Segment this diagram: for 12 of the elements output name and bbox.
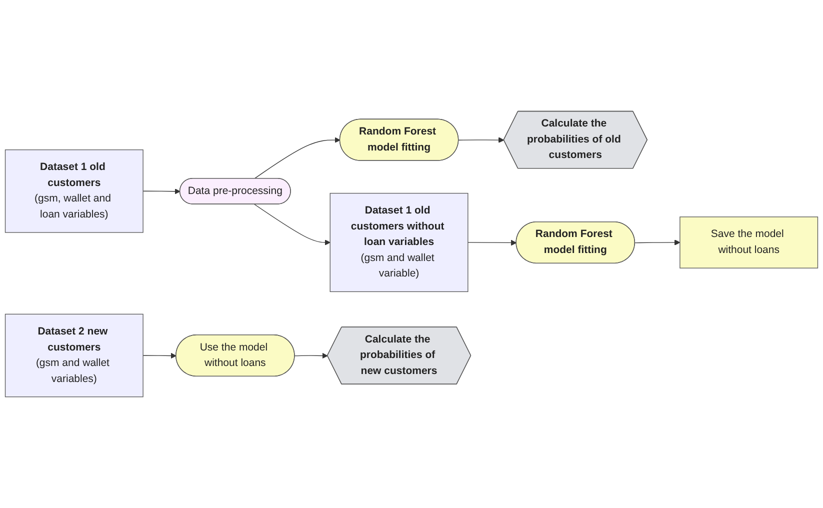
arrow <box>254 137 340 179</box>
arrow <box>254 204 330 246</box>
arrow <box>142 188 180 194</box>
node-box: Save the model without loans <box>680 216 818 268</box>
arrow <box>142 352 176 359</box>
node-box: Dataset 1 old customers (gsm, wallet and loan variables) <box>4 149 144 233</box>
arrow <box>634 240 680 246</box>
arrow <box>294 352 328 359</box>
arrow <box>468 240 517 246</box>
arrow <box>458 137 504 143</box>
node-box: Dataset 1 old customers without loan variables (gsm and wallet variable) <box>330 192 468 292</box>
node-box: Dataset 2 new customers (gsm and wallet variables) <box>4 314 144 398</box>
